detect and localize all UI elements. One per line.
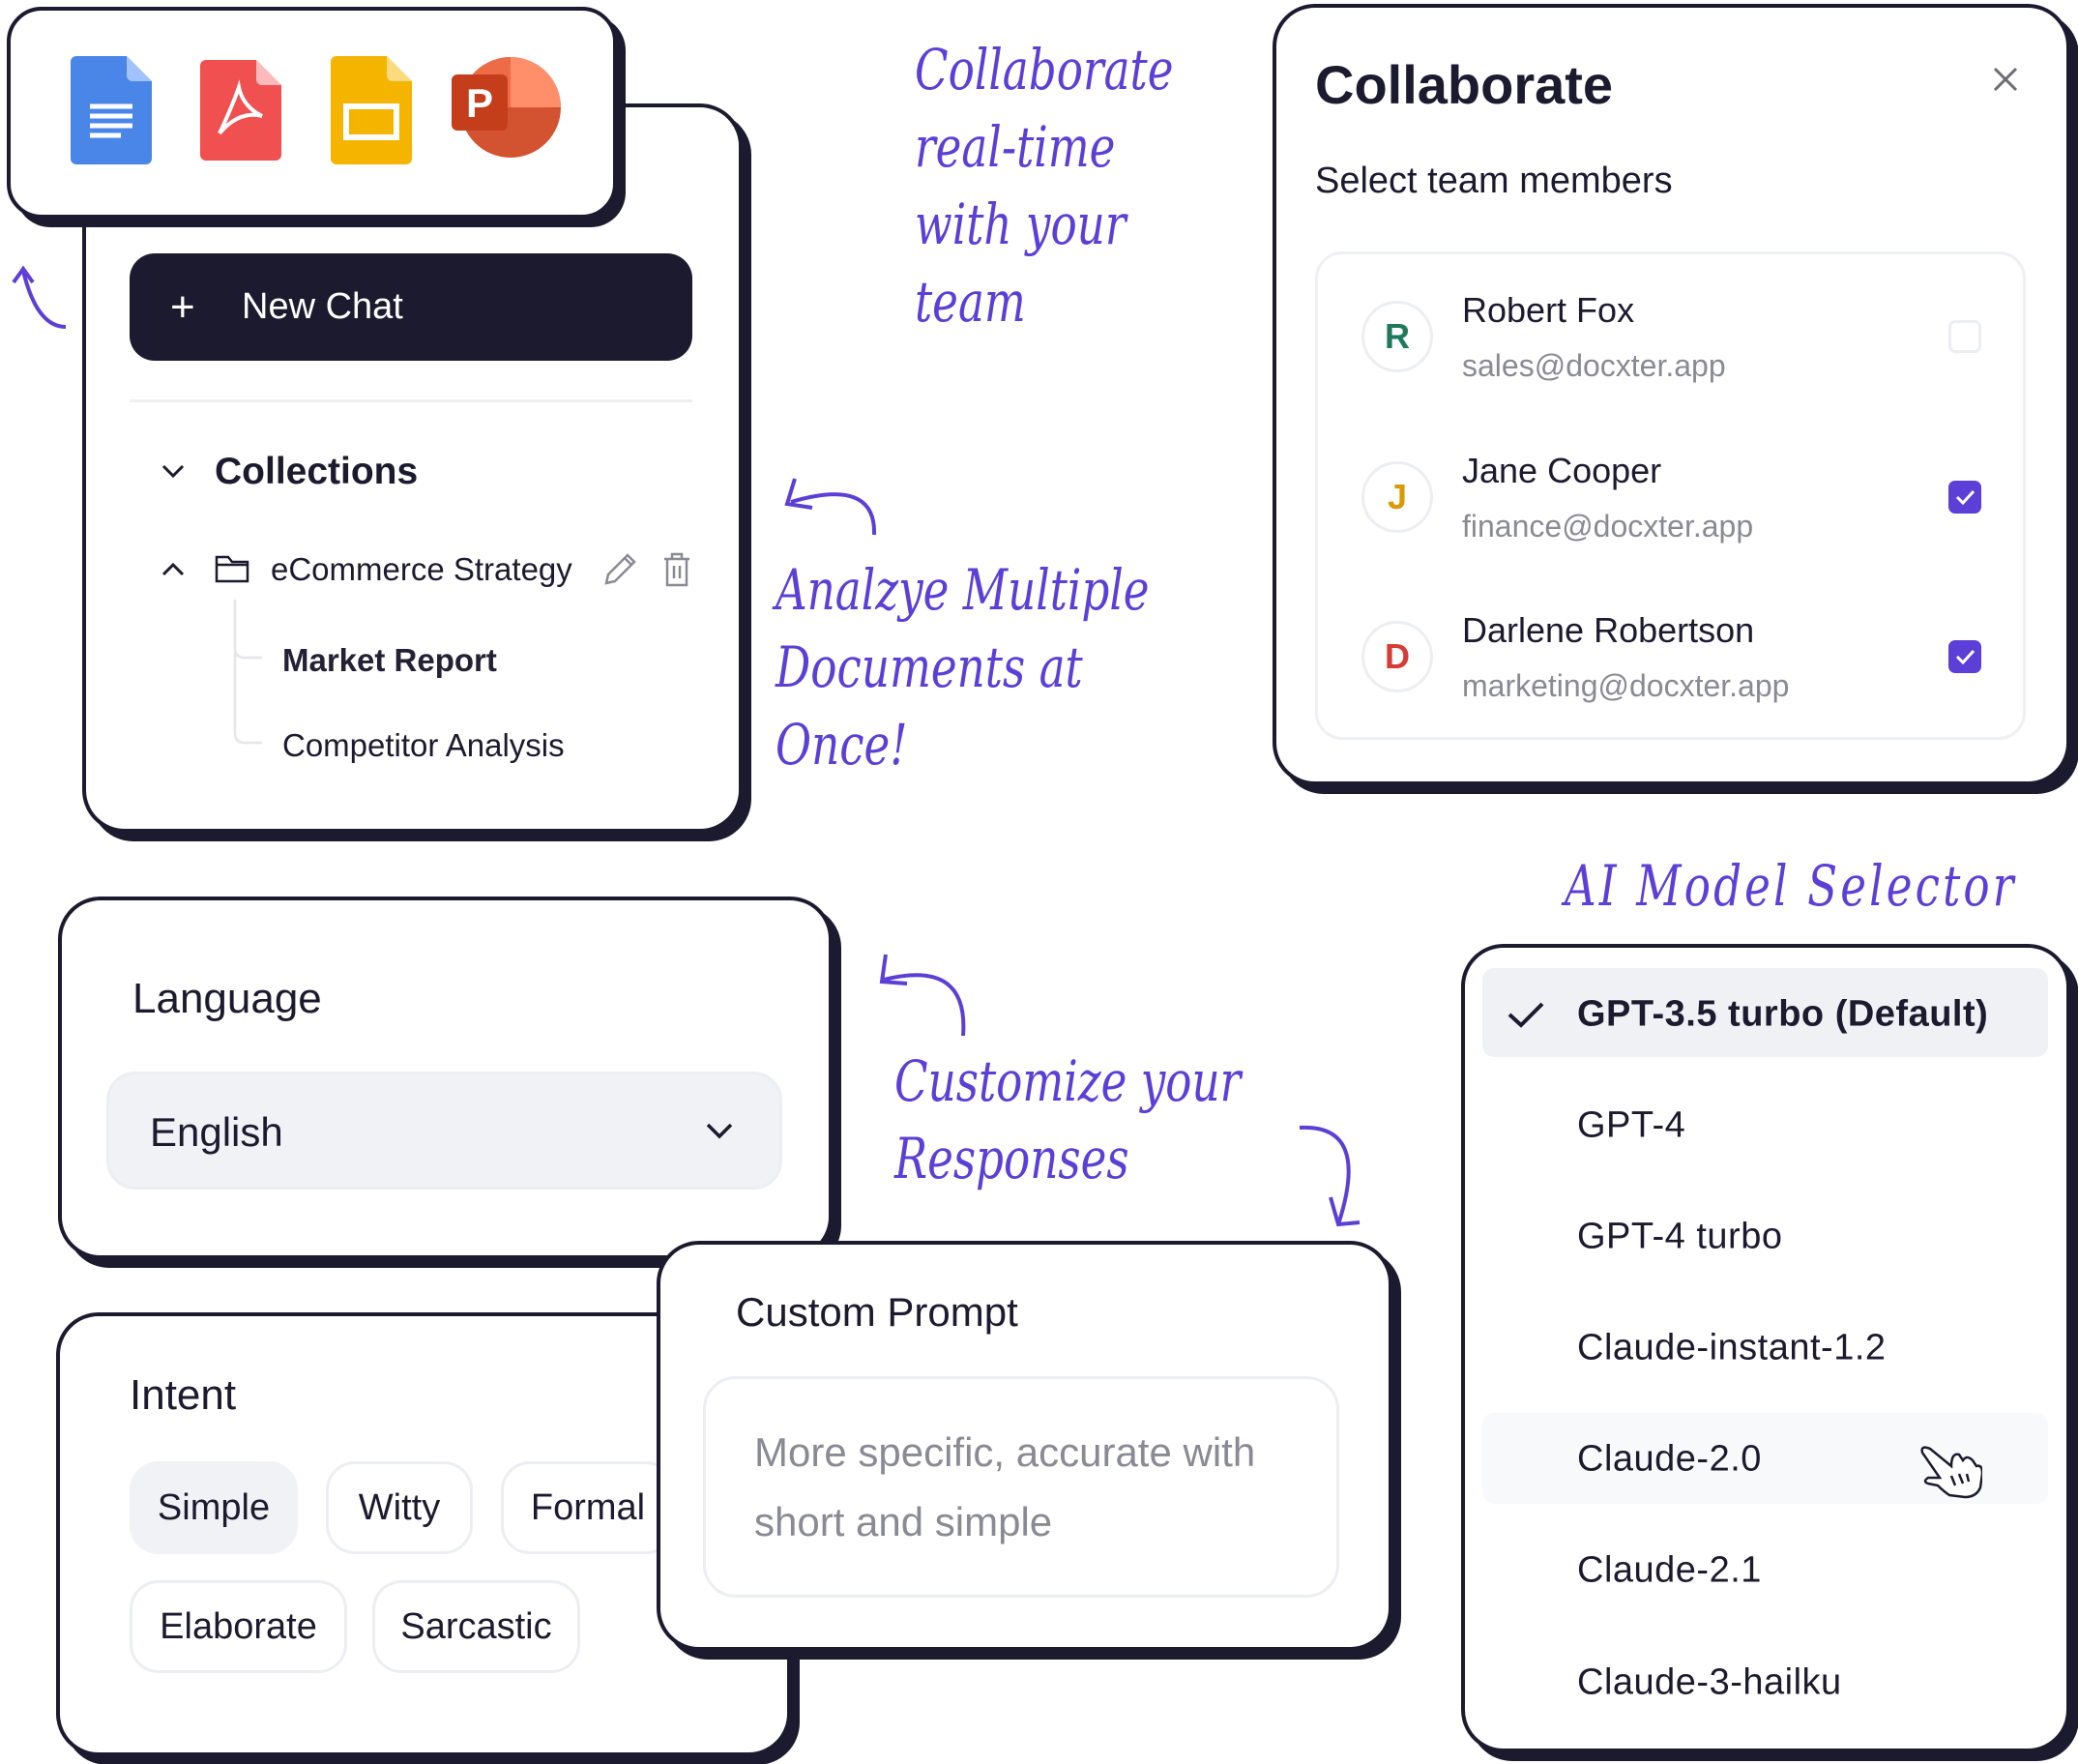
- curved-arrow-icon: [1299, 1125, 1361, 1227]
- avatar: D: [1361, 621, 1433, 692]
- google-slides-icon: [331, 56, 412, 164]
- model-selector-dropdown: [1461, 944, 2070, 1752]
- hand-cursor-icon: [1920, 1446, 1982, 1499]
- annotation-line: Analzye Multiple: [776, 557, 1150, 623]
- custom-prompt-title: Custom Prompt: [736, 1289, 1018, 1335]
- model-option[interactable]: GPT-4: [1577, 1104, 1686, 1146]
- avatar: J: [1361, 461, 1433, 533]
- intent-chip-simple[interactable]: Simple: [130, 1461, 298, 1554]
- annotation-line: team: [915, 269, 1026, 335]
- custom-prompt-card: [657, 1241, 1392, 1651]
- annotation-model-selector: AI Model Selector: [1565, 853, 2017, 919]
- svg-text:P: P: [466, 80, 493, 126]
- annotation-line: Documents at: [776, 634, 1083, 700]
- member-checkbox[interactable]: [1948, 320, 1981, 353]
- pdf-icon: [200, 60, 281, 161]
- folder-icon: [215, 555, 249, 583]
- collection-item-market-report[interactable]: Market Report: [282, 642, 497, 678]
- collection-item-competitor-analysis[interactable]: Competitor Analysis: [282, 727, 565, 763]
- annotation-collaborate: Collaborate real-time with your team: [915, 31, 1174, 340]
- language-title: Language: [132, 975, 322, 1022]
- check-icon: [1955, 489, 1976, 506]
- close-icon[interactable]: [1992, 66, 2019, 93]
- curved-arrow-icon: [879, 954, 966, 1037]
- avatar: R: [1361, 301, 1433, 372]
- tree-lines: [233, 600, 262, 745]
- chevron-down-icon[interactable]: [161, 462, 186, 480]
- curved-arrow-icon: [12, 265, 67, 329]
- collections-heading[interactable]: Collections: [215, 451, 419, 492]
- check-icon: [1507, 1002, 1544, 1028]
- intent-chip-formal[interactable]: Formal: [501, 1461, 675, 1554]
- model-option[interactable]: GPT-4 turbo: [1577, 1216, 1783, 1257]
- chevron-down-icon: [706, 1123, 733, 1139]
- collaborate-dialog: [1273, 4, 2070, 785]
- member-name: Jane Cooper: [1462, 451, 1662, 490]
- check-icon: [1955, 649, 1976, 665]
- member-email: sales@docxter.app: [1462, 348, 1726, 383]
- powerpoint-icon: P: [452, 57, 561, 158]
- member-email: finance@docxter.app: [1462, 509, 1754, 544]
- annotation-line: with your: [915, 191, 1127, 257]
- intent-title: Intent: [130, 1371, 237, 1419]
- google-docs-icon: [71, 56, 152, 164]
- intent-chip-sarcastic[interactable]: Sarcastic: [372, 1580, 580, 1673]
- model-selected-highlight: [1482, 968, 2048, 1057]
- member-name: Darlene Robertson: [1462, 610, 1755, 650]
- annotation-customize: Customize your Responses: [894, 1043, 1241, 1197]
- plus-icon: +: [170, 282, 195, 331]
- chevron-up-icon[interactable]: [161, 561, 186, 578]
- new-chat-button[interactable]: + New Chat: [130, 253, 692, 361]
- annotation-line: Customize your: [894, 1048, 1242, 1114]
- annotation-line: Once!: [776, 712, 908, 778]
- intent-chip-witty[interactable]: Witty: [326, 1461, 473, 1554]
- divider: [130, 399, 692, 402]
- member-name: Robert Fox: [1462, 290, 1635, 330]
- sidebar-card: [82, 103, 743, 833]
- model-option[interactable]: Claude-2.0: [1577, 1438, 1762, 1480]
- member-checkbox[interactable]: [1948, 640, 1981, 673]
- member-checkbox[interactable]: [1948, 481, 1981, 514]
- language-select[interactable]: English: [106, 1072, 782, 1190]
- language-value: English: [150, 1109, 283, 1155]
- placeholder-line: short and simple: [754, 1499, 1053, 1544]
- member-list: [1315, 251, 2026, 740]
- placeholder-line: More specific, accurate with: [754, 1429, 1256, 1475]
- trash-icon[interactable]: [661, 551, 692, 588]
- new-chat-label: New Chat: [242, 286, 403, 327]
- dialog-title: Collaborate: [1315, 54, 1614, 115]
- annotation-analyze: Analzye Multiple Documents at Once!: [776, 551, 1150, 783]
- annotation-line: real-time: [915, 114, 1116, 180]
- folder-eCommerce-strategy[interactable]: eCommerce Strategy: [271, 551, 572, 587]
- curved-arrow-icon: [784, 478, 877, 536]
- annotation-line: Collaborate: [915, 37, 1174, 103]
- pencil-icon[interactable]: [601, 551, 638, 588]
- custom-prompt-textarea[interactable]: More specific, accurate with short and s…: [703, 1376, 1339, 1598]
- model-option[interactable]: Claude-2.1: [1577, 1549, 1762, 1591]
- model-option[interactable]: Claude-3-hailku: [1577, 1661, 1842, 1703]
- annotation-line: Responses: [894, 1126, 1129, 1191]
- member-email: marketing@docxter.app: [1462, 668, 1790, 703]
- model-option[interactable]: Claude-instant-1.2: [1577, 1327, 1887, 1368]
- model-option[interactable]: GPT-3.5 turbo (Default): [1577, 993, 1989, 1035]
- intent-chip-elaborate[interactable]: Elaborate: [130, 1580, 347, 1673]
- dialog-subtitle: Select team members: [1315, 161, 1673, 201]
